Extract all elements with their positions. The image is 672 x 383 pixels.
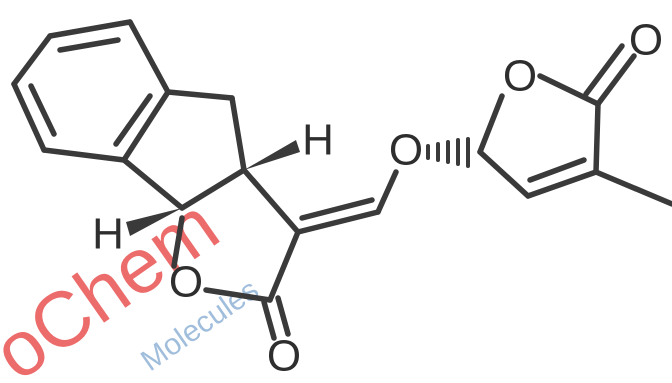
atom-label-o-butenolide-carbonyl: O <box>629 16 663 65</box>
atom-label-h-lower: H <box>92 210 124 259</box>
lactone-ring-left <box>171 167 301 341</box>
bond <box>171 215 185 269</box>
watermark: oChem Molecules <box>0 181 265 383</box>
bond <box>375 169 399 215</box>
benzene-ring <box>11 19 171 163</box>
bond <box>525 169 599 199</box>
aromatic-inner-bond <box>28 83 57 137</box>
cyclopentane-ring <box>121 89 300 236</box>
bond <box>121 157 185 211</box>
bond <box>165 89 235 101</box>
bond <box>229 95 247 173</box>
bond <box>537 73 601 107</box>
bond <box>121 89 171 163</box>
bond <box>583 43 625 97</box>
bond <box>47 19 133 39</box>
bond <box>11 33 53 87</box>
wedge-bond <box>126 208 182 236</box>
bond <box>299 197 375 221</box>
atom-label-o-lactone-carbonyl: O <box>267 332 301 381</box>
wedge-bond <box>244 140 300 170</box>
bond <box>267 229 301 303</box>
bond <box>593 101 601 175</box>
bond <box>477 149 531 199</box>
atom-label-o-butenolide-ring: O <box>503 52 537 101</box>
atom-label-o-ether: O <box>389 126 423 175</box>
bond <box>241 167 301 235</box>
bond <box>477 93 505 155</box>
aromatic-inner-bond <box>113 93 153 147</box>
hashed-bond <box>426 137 470 168</box>
bond <box>179 167 247 211</box>
bond <box>41 147 127 163</box>
atom-label-o-lactone-ring: O <box>169 258 203 307</box>
aromatic-inner-bond <box>57 37 121 53</box>
butenolide-ring-right <box>477 43 672 207</box>
bond <box>275 295 291 337</box>
bond <box>127 19 171 95</box>
bond <box>203 287 273 303</box>
atom-label-h-upper: H <box>302 116 334 165</box>
atom-labels: H H O O O O O <box>92 16 663 381</box>
bond <box>11 81 47 153</box>
bond <box>261 299 277 341</box>
bond <box>593 169 672 207</box>
bond <box>595 53 637 107</box>
bond <box>527 157 587 183</box>
enol-ether-linker <box>295 169 399 235</box>
bond <box>295 209 381 235</box>
